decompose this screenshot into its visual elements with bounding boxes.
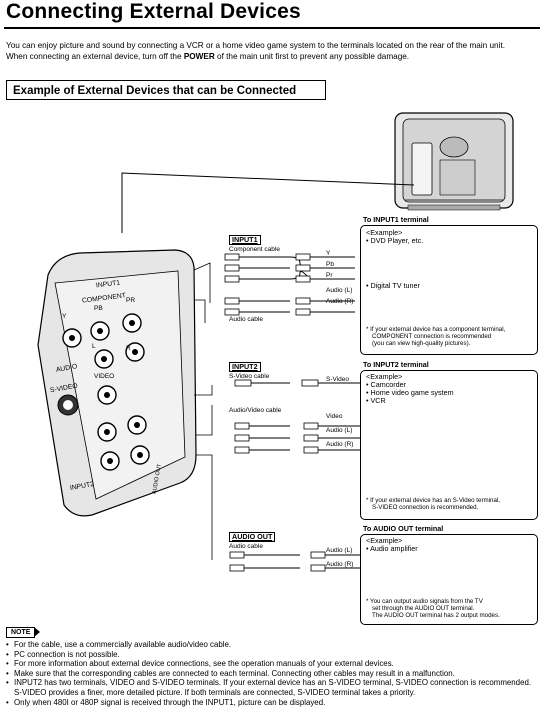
panel-y-label: Y — [62, 313, 67, 320]
audio-out-note-2: set through the AUDIO OUT terminal. — [372, 605, 475, 612]
input1-audio-r-label: Audio (R) — [326, 298, 354, 305]
note-item: Make sure that the corresponding cables … — [6, 669, 538, 679]
input2-svideo-label: S-Video — [326, 376, 350, 383]
audio-out-section-label: AUDIO OUT — [229, 532, 276, 542]
audio-out-cable-label: Audio cable — [229, 543, 263, 550]
panel-pr-label: PR — [126, 297, 136, 304]
title-rule — [4, 27, 540, 29]
page-title: Connecting External Devices — [6, 0, 301, 23]
input1-section-label: INPUT1 — [229, 235, 261, 245]
tv-rear-illustration — [394, 112, 514, 211]
input2-svideo-cable-label: S-Video cable — [229, 373, 270, 380]
input1-device-1: • DVD Player, etc. — [366, 236, 424, 245]
input1-to-terminal: To INPUT1 terminal — [363, 215, 429, 224]
input1-component-cable-label: Component cable — [229, 246, 280, 253]
audio-out-example-box — [360, 534, 538, 625]
input1-audio-cable-label: Audio cable — [229, 316, 263, 323]
panel-pb-label: PB — [94, 305, 103, 312]
intro-paragraph-2: When connecting an external device, turn… — [6, 51, 536, 62]
input1-audio-l-label: Audio (L) — [326, 287, 353, 294]
audio-out-audio-r-label: Audio (R) — [326, 561, 354, 568]
intro-paragraph-1: You can enjoy picture and sound by conne… — [6, 41, 505, 50]
input2-to-terminal: To INPUT2 terminal — [363, 360, 429, 369]
input2-audio-r-label: Audio (R) — [326, 441, 354, 448]
input2-audio-l-label: Audio (L) — [326, 427, 353, 434]
note-item: INPUT2 has two terminals, VIDEO and S-VI… — [6, 678, 538, 697]
audio-out-example-title: <Example> — [366, 536, 403, 545]
note-item: Only when 480I or 480P signal is receive… — [6, 698, 538, 708]
section-heading: Example of External Devices that can be … — [6, 80, 326, 100]
input2-av-cable-label: Audio/Video cable — [229, 407, 282, 414]
note-tag: NOTE — [6, 627, 41, 638]
intro-power: POWER — [183, 52, 215, 61]
intro-post: of the main unit first to prevent any po… — [214, 52, 410, 61]
input2-section-label: INPUT2 — [229, 362, 261, 372]
input2-example-title: <Example> — [366, 372, 403, 381]
input2-device-2: • Home video game system — [366, 388, 454, 397]
input1-pr-label: Pr — [326, 272, 333, 279]
note-item: For more information about external devi… — [6, 659, 538, 669]
intro-text: You can enjoy picture and sound by conne… — [6, 40, 536, 62]
audio-out-device-1: • Audio amplifier — [366, 544, 418, 553]
input2-device-1: • Camcorder — [366, 380, 407, 389]
audio-out-note-1: * You can output audio signals from the … — [366, 598, 483, 605]
panel-r-label: R — [126, 345, 131, 352]
note-item: PC connection is not possible. — [6, 650, 538, 660]
notes-list: For the cable, use a commercially availa… — [6, 640, 538, 707]
panel-l-label: L — [92, 343, 96, 350]
panel-video-label: VIDEO — [94, 373, 115, 380]
input2-example-box — [360, 370, 538, 520]
input1-pb-label: Pb — [326, 261, 334, 268]
intro-pre: When connecting an external device, turn… — [6, 52, 184, 61]
audio-out-audio-l-label: Audio (L) — [326, 547, 353, 554]
input1-note-3: (you can view high-quality pictures). — [372, 340, 471, 347]
note-item: For the cable, use a commercially availa… — [6, 640, 538, 650]
terminal-panel-shape — [37, 249, 197, 517]
input2-note-1: * If your external device has an S-Video… — [366, 497, 501, 504]
input1-example-title: <Example> — [366, 228, 403, 237]
audio-out-to-terminal: To AUDIO OUT terminal — [363, 524, 444, 533]
input1-note-2: COMPONENT connection is recommended — [372, 333, 492, 340]
input2-video-label: Video — [326, 413, 343, 420]
audio-out-note-3: The AUDIO OUT terminal has 2 output mode… — [372, 612, 500, 619]
input1-device-2: • Digital TV tuner — [366, 281, 420, 290]
input1-y-label: Y — [326, 250, 331, 257]
input2-note-2: S-VIDEO connection is recommended. — [372, 504, 479, 511]
input1-example-box — [360, 225, 538, 355]
connection-diagram: INPUT1 COMPONENT Y PB PR L AUDIO R S-VID… — [0, 105, 544, 625]
input1-note-1: * If your external device has a componen… — [366, 326, 506, 333]
input2-device-3: • VCR — [366, 396, 386, 405]
